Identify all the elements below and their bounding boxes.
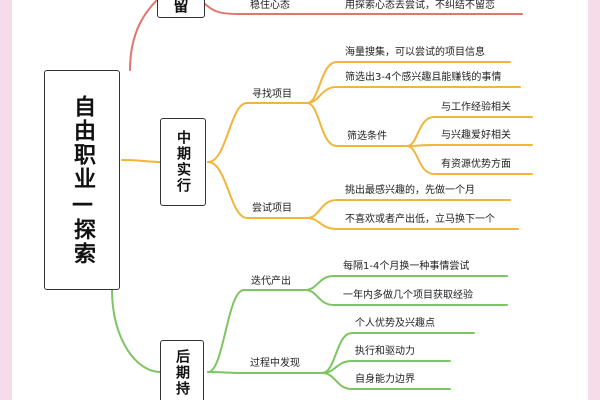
connector-mid [121, 159, 163, 163]
root-label: 自由职业—探索 [70, 94, 95, 266]
leaf-filter-criteria: 筛选条件 [347, 131, 387, 142]
leaf-execution-drive: 执行和驱动力 [355, 346, 415, 357]
top-leaf-label: 用探索心态去尝试，不纠结不留恋 [345, 0, 495, 11]
connector-late [111, 289, 161, 373]
connector-layer [111, 0, 533, 390]
connector-dd-1 [304, 275, 508, 291]
leaf-resources: 有资源优势方面 [441, 159, 511, 170]
connector-sx-3 [406, 145, 533, 175]
connector-late-2 [207, 371, 323, 374]
leaf-select-3-4: 筛选出3-4个感兴趣且能赚钱的事情 [345, 72, 502, 83]
connector-cs-2 [306, 217, 519, 230]
leaf-several-projects: 一年内多做几个项目获取经验 [343, 290, 473, 301]
leaf-collect-info: 海量搜集，可以尝试的项目信息 [345, 47, 485, 58]
leaf-ability-boundary: 自身能力边界 [355, 374, 415, 385]
connector-gc-2 [321, 360, 451, 374]
top-section-node: 留 [157, 0, 205, 18]
connector-xz-3 [306, 102, 408, 147]
connector-mid-1 [207, 102, 308, 163]
branch-iterate-output: 迭代产出 [251, 276, 291, 287]
connector-xz-2 [306, 86, 521, 104]
late-section-node: 后期持 [160, 340, 204, 400]
connector-mid-2 [207, 161, 308, 219]
late-section-label: 后期持 [174, 349, 190, 397]
connector-late-1 [207, 289, 306, 373]
connector-dd-2 [304, 289, 508, 306]
branch-find-projects: 寻找项目 [252, 89, 292, 100]
branch-try-projects: 尝试项目 [252, 203, 292, 214]
leaf-pick-most-interesting: 挑出最感兴趣的，先做一个月 [345, 185, 475, 196]
connector-gc-3 [321, 372, 451, 390]
connector-sx-2 [406, 144, 533, 147]
connector-cs-1 [306, 199, 511, 219]
connector-top-branch [204, 3, 333, 15]
root-node: 自由职业—探索 [44, 70, 120, 290]
branch-discoveries: 过程中发现 [250, 358, 300, 369]
leaf-every-1-4-months: 每隔1-4个月换一种事情尝试 [343, 261, 470, 272]
top-branch-label: 稳住心态 [250, 0, 290, 11]
leaf-strengths-interests: 个人优势及兴趣点 [355, 318, 435, 329]
leaf-switch-next: 不喜欢或者产出低，立马换下一个 [345, 214, 495, 225]
leaf-work-experience: 与工作经验相关 [441, 102, 511, 113]
top-section-label: 留 [173, 0, 189, 15]
connector-top [129, 0, 158, 71]
leaf-interests: 与兴趣爱好相关 [441, 130, 511, 141]
mindmap-canvas: 自由职业—探索 留 稳住心态 用探索心态去尝试，不纠结不留恋 中期实行 寻找项目… [12, 0, 588, 400]
mid-section-node: 中期实行 [160, 118, 206, 206]
mid-section-label: 中期实行 [175, 130, 191, 194]
